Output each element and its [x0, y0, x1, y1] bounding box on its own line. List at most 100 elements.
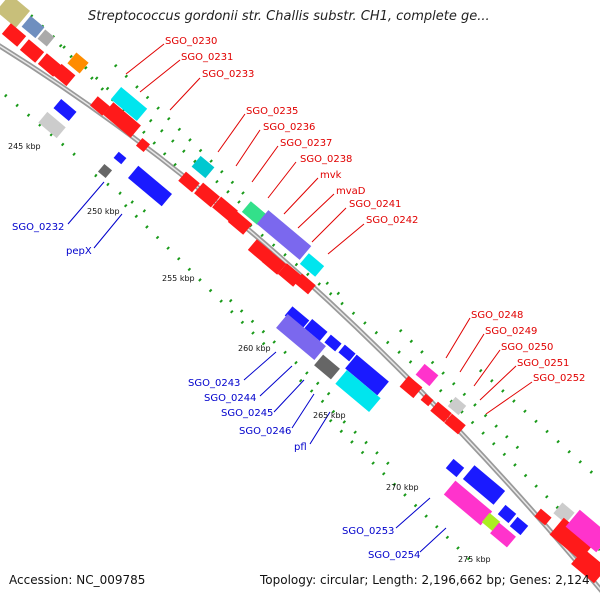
gene-feature[interactable] [52, 63, 76, 87]
gene-feature[interactable] [565, 509, 600, 553]
gene-label-forward[interactable]: SGO_0237 [280, 138, 332, 149]
topology-text: Topology: circular; Length: 2,196,662 bp… [260, 573, 590, 587]
gene-feature[interactable] [462, 465, 506, 505]
gene-label-reverse[interactable]: pfl [294, 442, 307, 453]
gene-feature[interactable] [135, 137, 151, 153]
gene-label-forward[interactable]: SGO_0241 [349, 199, 401, 210]
kbp-label: 265 kbp [313, 411, 346, 420]
leader-line [459, 333, 485, 373]
gene-label-forward[interactable]: SGO_0251 [517, 358, 569, 369]
gene-label-reverse[interactable]: pepX [66, 246, 92, 257]
gene-feature[interactable] [256, 210, 312, 260]
gene-label-forward[interactable]: SGO_0250 [501, 342, 553, 353]
leader-line [243, 351, 277, 381]
leader-line [311, 207, 347, 243]
leader-line [267, 161, 297, 199]
gene-feature[interactable] [415, 363, 439, 387]
gene-feature[interactable] [345, 354, 389, 396]
leader-line [395, 497, 431, 529]
gene-label-forward[interactable]: SGO_0248 [471, 310, 523, 321]
gene-feature[interactable] [338, 344, 356, 362]
gene-feature[interactable] [481, 512, 501, 532]
forward-gene-labels: SGO_0230 SGO_0231 SGO_0233 SGO_0235 SGO_… [165, 36, 585, 384]
gene-feature[interactable] [19, 39, 45, 63]
gene-label-forward[interactable]: SGO_0230 [165, 36, 217, 47]
kbp-label: 250 kbp [87, 207, 120, 216]
gene-label-reverse[interactable]: SGO_0254 [368, 550, 420, 561]
gene-label-forward[interactable]: SGO_0231 [181, 52, 233, 63]
leader-line [297, 193, 335, 229]
gene-feature[interactable] [534, 508, 552, 526]
gene-feature[interactable] [113, 151, 127, 165]
gene-feature[interactable] [314, 354, 340, 380]
gene-feature[interactable] [212, 196, 238, 222]
leader-line [283, 177, 319, 215]
gene-feature[interactable] [110, 86, 148, 122]
gene-feature[interactable] [399, 375, 423, 399]
gene-feature[interactable] [276, 314, 326, 360]
leader-line [139, 59, 181, 93]
gene-feature[interactable] [128, 165, 172, 207]
gene-feature[interactable] [447, 396, 467, 416]
gene-feature[interactable] [443, 480, 493, 526]
gene-label-reverse[interactable]: SGO_0253 [342, 526, 394, 537]
gene-label-reverse[interactable]: SGO_0244 [204, 393, 256, 404]
gene-label-reverse[interactable]: SGO_0243 [188, 378, 240, 389]
gene-feature[interactable] [294, 273, 316, 295]
gene-feature[interactable] [420, 393, 434, 407]
gene-feature[interactable] [103, 102, 141, 138]
gene-feature[interactable] [37, 29, 55, 47]
gene-label-forward[interactable]: SGO_0233 [202, 69, 254, 80]
gene-feature[interactable] [194, 182, 220, 208]
gene-feature[interactable] [0, 0, 31, 28]
gene-label-forward[interactable]: SGO_0252 [533, 373, 585, 384]
gene-label-forward[interactable]: SGO_0238 [300, 154, 352, 165]
gene-feature[interactable] [430, 401, 452, 423]
gene-feature[interactable] [38, 111, 66, 139]
gene-feature[interactable] [227, 211, 253, 235]
leader-line [327, 223, 365, 255]
gene-feature[interactable] [284, 306, 310, 330]
gene-feature[interactable] [335, 369, 381, 413]
gene-feature[interactable] [299, 253, 325, 277]
gene-label-reverse[interactable]: SGO_0232 [12, 222, 64, 233]
gene-feature[interactable] [490, 522, 516, 548]
gene-label-forward[interactable]: mvk [320, 170, 342, 181]
gene-feature[interactable] [553, 502, 575, 524]
gene-feature[interactable] [261, 251, 287, 275]
map-title: Streptococcus gordonii str. Challis subs… [88, 9, 490, 24]
gene-feature[interactable] [53, 98, 77, 122]
gene-feature[interactable] [67, 52, 89, 74]
gene-feature[interactable] [509, 516, 529, 536]
gene-features [0, 0, 600, 584]
kbp-label: 270 kbp [386, 483, 419, 492]
gene-feature[interactable] [21, 15, 45, 39]
gene-feature[interactable] [178, 171, 200, 193]
gene-label-forward[interactable]: SGO_0242 [366, 215, 418, 226]
leader-line [273, 379, 305, 413]
gene-label-forward[interactable]: SGO_0236 [263, 122, 315, 133]
leader-lines-forward [125, 43, 533, 415]
kbp-label: 255 kbp [162, 274, 195, 283]
gene-feature[interactable] [97, 163, 113, 179]
gene-feature[interactable] [497, 504, 517, 524]
leader-lines-reverse [67, 181, 447, 553]
leader-line [67, 181, 105, 225]
gene-feature[interactable] [241, 201, 267, 225]
gene-feature[interactable] [445, 458, 465, 478]
gene-feature[interactable] [571, 548, 600, 584]
gene-label-reverse[interactable]: SGO_0245 [221, 408, 273, 419]
gene-label-forward[interactable]: SGO_0249 [485, 326, 537, 337]
kbp-label: 260 kbp [238, 344, 271, 353]
tick-line [478, 368, 600, 482]
gene-feature[interactable] [90, 96, 110, 116]
gene-label-reverse[interactable]: SGO_0246 [239, 426, 291, 437]
gene-label-forward[interactable]: mvaD [336, 186, 366, 197]
gene-feature[interactable] [1, 23, 27, 47]
gene-feature[interactable] [304, 318, 328, 342]
gene-feature[interactable] [324, 334, 342, 352]
gene-feature[interactable] [191, 155, 215, 179]
gene-label-forward[interactable]: SGO_0235 [246, 106, 298, 117]
gene-feature[interactable] [444, 413, 466, 435]
